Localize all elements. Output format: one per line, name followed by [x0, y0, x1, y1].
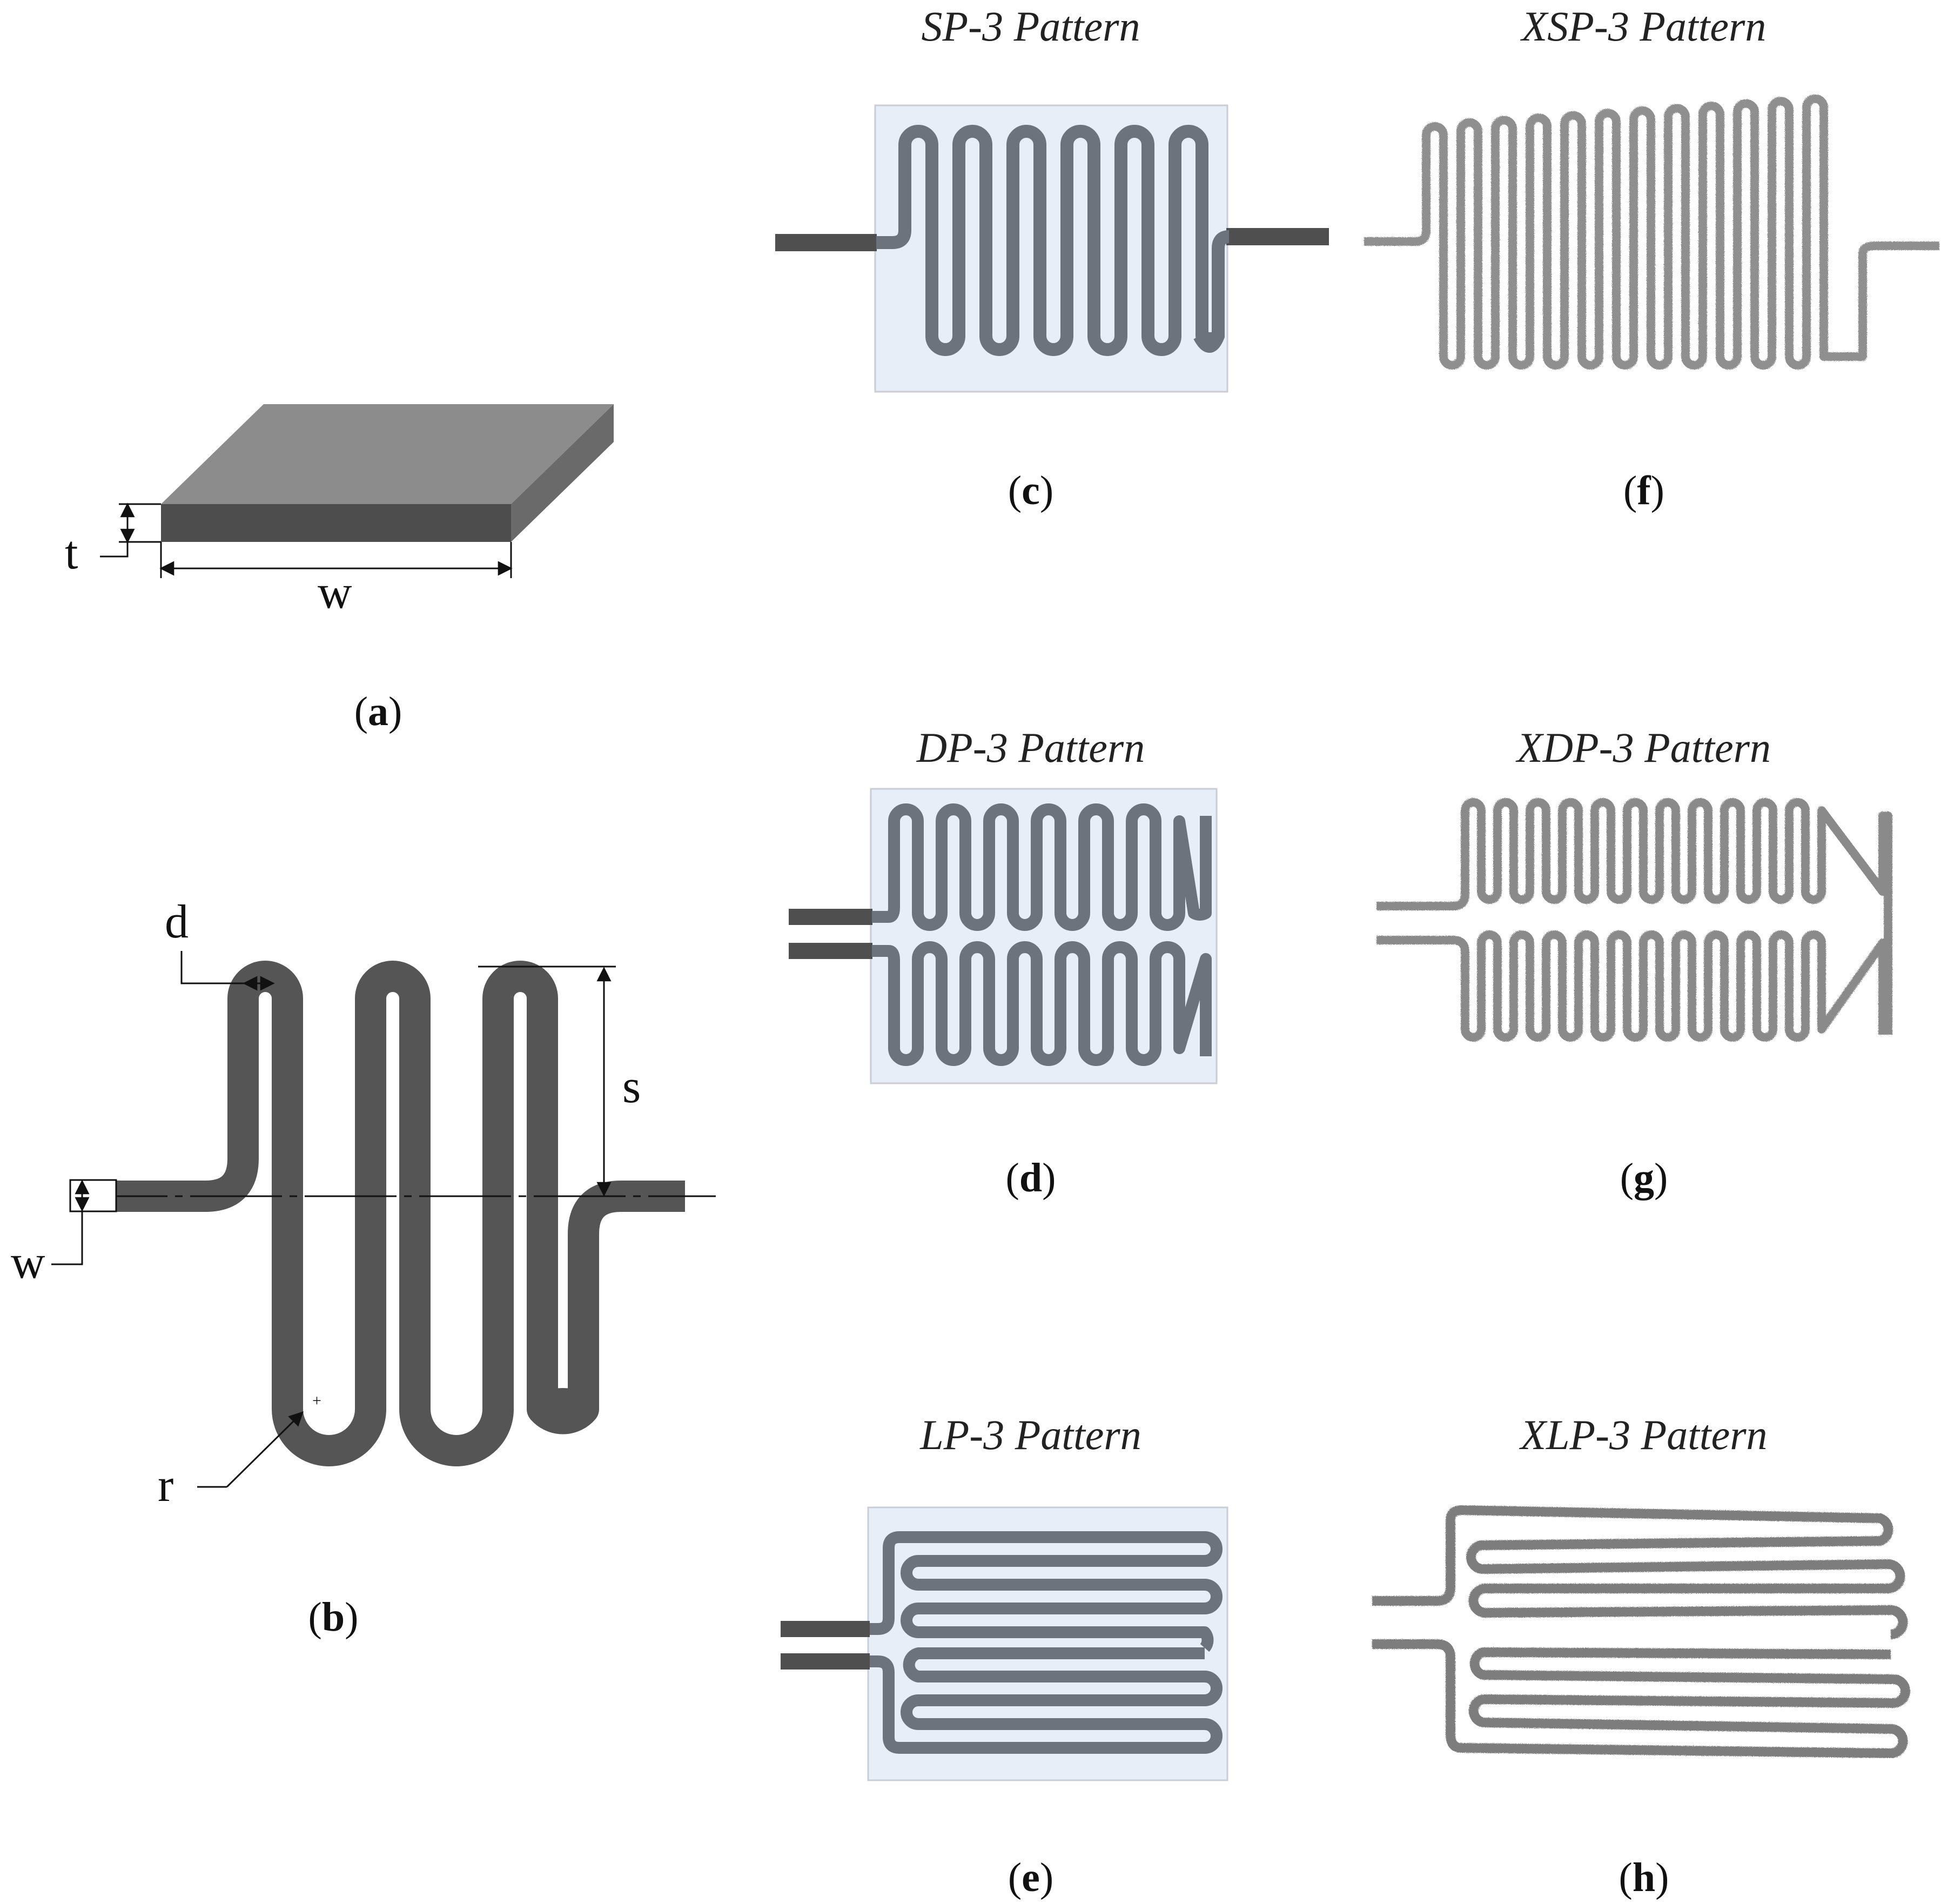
- panel-a: t w (a): [65, 404, 614, 734]
- title-lp3: LP-3 Pattern: [919, 1411, 1141, 1458]
- panel-g: XDP-3 Pattern (g): [1376, 724, 1892, 1201]
- thickness-leader: [100, 542, 129, 558]
- serpentine-e-upper: [870, 1531, 1223, 1652]
- serpentine-d-lower: [872, 941, 1212, 1066]
- center-mark: +: [312, 1392, 321, 1410]
- lead-left: [116, 998, 259, 1212]
- serpentine-f: [1364, 94, 1939, 370]
- d-leader: [180, 951, 244, 984]
- lead-upper-d: [789, 909, 872, 925]
- title-xdp3: XDP-3 Pattern: [1515, 724, 1771, 771]
- caption-e: (e): [1008, 1855, 1053, 1900]
- serpentine-g-upper: [1376, 798, 1892, 1035]
- dim-label-r: r: [158, 1459, 173, 1512]
- lead-right-c: [1226, 228, 1329, 245]
- dim-label-thickness: t: [65, 527, 78, 579]
- caption-h: (h): [1619, 1855, 1669, 1900]
- plate-front-face: [161, 504, 511, 542]
- lead-end-box: [69, 1179, 117, 1212]
- dim-label-d: d: [165, 896, 189, 948]
- lead-lower-e: [781, 1653, 870, 1670]
- caption-f: (f): [1623, 468, 1664, 513]
- arrow-icon: [226, 1411, 304, 1488]
- serpentine-d-upper: [872, 803, 1212, 931]
- caption-d: (d): [1006, 1155, 1056, 1201]
- lead-left-c: [775, 234, 877, 251]
- title-sp3: SP-3 Pattern: [921, 3, 1140, 50]
- title-xsp3: XSP-3 Pattern: [1520, 3, 1767, 50]
- panel-b: w d s + r (b): [11, 896, 716, 1640]
- title-xlp3: XLP-3 Pattern: [1519, 1411, 1767, 1458]
- panel-c: SP-3 Pattern (c): [775, 3, 1329, 513]
- lead-upper-e: [781, 1621, 870, 1637]
- panel-d: DP-3 Pattern (d): [789, 724, 1218, 1201]
- panel-h: XLP-3 Pattern (h): [1372, 1411, 1910, 1900]
- lead-lower-d: [789, 943, 872, 959]
- loop-last: [530, 1181, 685, 1434]
- serpentine-e-lower: [870, 1647, 1223, 1754]
- serpentine-c: [876, 125, 1223, 356]
- caption-c: (c): [1008, 468, 1053, 513]
- substrate-e: [867, 1506, 1228, 1781]
- serpentine-g-lower: [1376, 930, 1887, 1042]
- serpentine-h-lower: [1372, 1639, 1910, 1758]
- caption-b: (b): [308, 1594, 359, 1640]
- dim-label-width: w: [318, 566, 352, 619]
- plate-side-face: [511, 404, 614, 542]
- caption-g: (g): [1620, 1155, 1668, 1201]
- title-dp3: DP-3 Pattern: [916, 724, 1145, 771]
- dim-label-w: w: [11, 1236, 45, 1289]
- plate-top-face: [161, 404, 614, 504]
- serpentine-h-upper: [1372, 1505, 1908, 1639]
- serpentine-c-end: [1193, 230, 1230, 353]
- panel-e: LP-3 Pattern (e): [781, 1411, 1228, 1900]
- caption-a: (a): [354, 689, 402, 734]
- w-leader: [51, 1210, 83, 1265]
- dim-label-s: s: [622, 1061, 641, 1113]
- panel-f: XSP-3 Pattern (f): [1364, 3, 1939, 513]
- loop-1: [227, 961, 592, 1466]
